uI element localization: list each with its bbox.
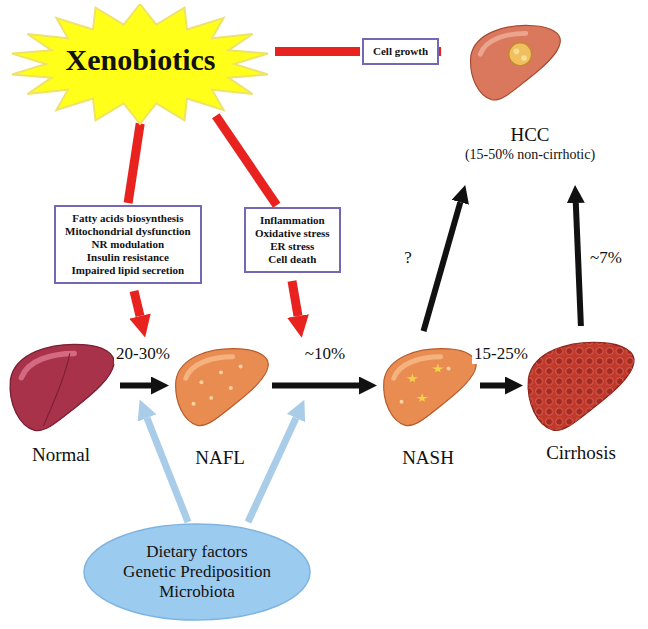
node-text: NR modulation	[65, 238, 191, 251]
progression-arrow	[424, 202, 461, 331]
percentage-label: 15-25%	[472, 344, 530, 364]
blue-arrow	[248, 418, 296, 522]
red-arrow	[292, 281, 298, 316]
red-arrow	[134, 291, 140, 316]
node-text: NAFL	[170, 447, 270, 469]
process-box: Fatty acids biosynthesisMitochondrial dy…	[54, 205, 202, 284]
node-text: Normal	[4, 444, 118, 466]
node-text: Xenobiotics	[66, 43, 216, 77]
node-text: HCC	[455, 124, 605, 146]
node-text: Oxidative stress	[255, 227, 330, 240]
xenobiotic-arrow	[216, 116, 277, 206]
cirrhosis-liver	[528, 342, 634, 430]
node-text: Genetic Prediposition	[123, 562, 271, 582]
normal-liver	[10, 344, 114, 430]
xenobiotic-arrow	[275, 47, 360, 56]
node-text: ER stress	[255, 240, 330, 253]
liver-stage-node: Normal	[4, 330, 118, 480]
percentage-label: ~10%	[303, 344, 347, 364]
liver-stage-node: NAFL	[170, 333, 270, 483]
node-text: NASH	[378, 447, 478, 469]
xenobiotic-arrow	[128, 124, 140, 204]
liver-stage-node: NASH	[378, 333, 478, 483]
liver-stage-node: Cirrhosis	[524, 328, 638, 478]
node-text: Inflammation	[255, 214, 330, 227]
process-box: InflammationOxidative stressER stressCel…	[244, 207, 341, 273]
xenobiotics-starburst: Xenobiotics	[8, 4, 273, 129]
node-text: Microbiota	[159, 582, 235, 602]
node-text: (15-50% non-cirrhotic)	[455, 146, 605, 163]
percentage-label: 20-30%	[114, 344, 172, 364]
percentage-label: ?	[402, 248, 414, 268]
hcc-liver	[471, 25, 561, 100]
nafl-liver	[176, 349, 269, 426]
percentage-label: ~7%	[588, 248, 624, 268]
node-text: Fatty acids biosynthesis	[65, 212, 191, 225]
progression-arrow	[120, 383, 151, 389]
node-text: Insulin resistance	[65, 251, 191, 264]
process-box: Cell growth	[362, 38, 439, 65]
progression-arrow	[480, 383, 505, 389]
node-text: Cirrhosis	[524, 442, 638, 464]
node-text: Mitochondrial dysfunction	[65, 225, 191, 238]
hcc-liver-node: HCC(15-50% non-cirrhotic)	[455, 12, 605, 184]
node-text: Dietary factors	[146, 542, 247, 562]
factors-ellipse: Dietary factorsGenetic PredipositionMicr…	[82, 522, 312, 622]
node-text: Cell growth	[373, 45, 428, 58]
node-text: Impaired lipid secretion	[65, 264, 191, 277]
nash-liver	[384, 349, 477, 426]
node-text: Cell death	[255, 253, 330, 266]
progression-arrow	[576, 203, 581, 326]
blue-arrow	[147, 418, 188, 522]
progression-arrow	[272, 383, 359, 389]
